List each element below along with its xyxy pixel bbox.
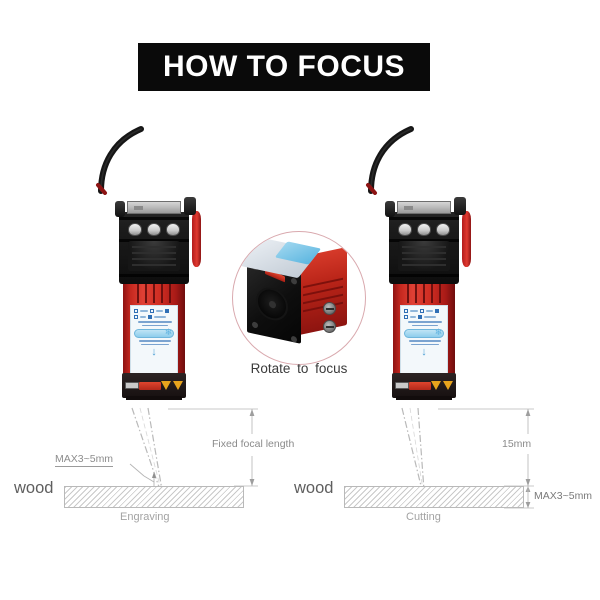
warning-triangles (161, 381, 183, 390)
connector-panel (392, 373, 456, 398)
spec-label: ❄ ↓ (130, 305, 178, 379)
vent-hole-icon (436, 223, 450, 236)
snowflake-icon: ❄ (434, 327, 443, 337)
material-label: wood (294, 479, 334, 497)
fan-grille (398, 241, 450, 271)
material-bar (64, 486, 244, 508)
page-title: HOW TO FOCUS (162, 50, 406, 83)
mount-knob-right (454, 197, 466, 215)
mount-knob-left (385, 201, 395, 217)
gap-dimension-label: MAX3~5mm (55, 453, 114, 467)
diagram-caption: Engraving (120, 511, 170, 523)
model-plate (139, 381, 161, 390)
usb-port-icon (125, 382, 139, 389)
title-banner: HOW TO FOCUS (138, 43, 430, 91)
warning-triangle-icon (443, 381, 453, 390)
focal-length-label: Fixed focal length (212, 438, 295, 450)
warning-triangle-icon (173, 381, 183, 390)
cable-strain-relief (462, 211, 471, 267)
warning-triangle-icon (161, 381, 171, 390)
module-foot (396, 396, 452, 400)
model-badge (404, 329, 444, 339)
connector-panel (122, 373, 186, 398)
mount-knob-right (184, 197, 196, 215)
adjust-screw-icon[interactable] (323, 302, 336, 315)
gap-dimension-label: MAX3~5mm (534, 490, 593, 502)
material-bar (344, 486, 524, 508)
vent-hole-icon (417, 223, 431, 236)
snowflake-icon: ❄ (164, 327, 173, 337)
laser-module-left: ❄ ↓ (96, 126, 201, 410)
adjust-screw-icon[interactable] (323, 320, 336, 333)
laser-module-right: ❄ ↓ (366, 126, 471, 410)
vent-row (128, 223, 180, 237)
mount-knob-left (115, 201, 125, 217)
cable-strain-relief (192, 211, 201, 267)
diagram-caption: Cutting (406, 511, 441, 523)
model-badge (134, 329, 174, 339)
engraving-diagram-lines (129, 407, 258, 498)
usb-port-icon (395, 382, 409, 389)
material-label: wood (14, 479, 54, 497)
down-arrow-icon: ↓ (421, 346, 427, 359)
fan-housing (119, 212, 189, 284)
laser-module-isometric (240, 237, 351, 350)
vent-hole-icon (166, 223, 180, 236)
model-plate (409, 381, 431, 390)
diagram-cutting: wood 15mm MAX3~5mm Cutting (288, 398, 592, 530)
diagram-engraving: wood MAX3~5mm Fixed focal length Engravi… (8, 398, 294, 530)
fan-grille (128, 241, 180, 271)
vent-hole-icon (128, 223, 142, 236)
vent-hole-icon (398, 223, 412, 236)
down-arrow-icon: ↓ (151, 346, 157, 359)
spec-label: ❄ ↓ (400, 305, 448, 379)
module-top-plate (127, 201, 181, 214)
fan-housing (389, 212, 459, 284)
power-cable-right (365, 125, 445, 195)
focus-inset-illustration (232, 231, 366, 365)
inset-caption: Rotate to focus (250, 361, 348, 376)
vent-hole-icon (147, 223, 161, 236)
warning-triangles (431, 381, 453, 390)
power-cable-left (95, 125, 175, 195)
module-foot (126, 396, 182, 400)
height-dimension-label: 15mm (502, 438, 532, 450)
module-top-plate (397, 201, 451, 214)
vent-row (398, 223, 450, 237)
warning-triangle-icon (431, 381, 441, 390)
